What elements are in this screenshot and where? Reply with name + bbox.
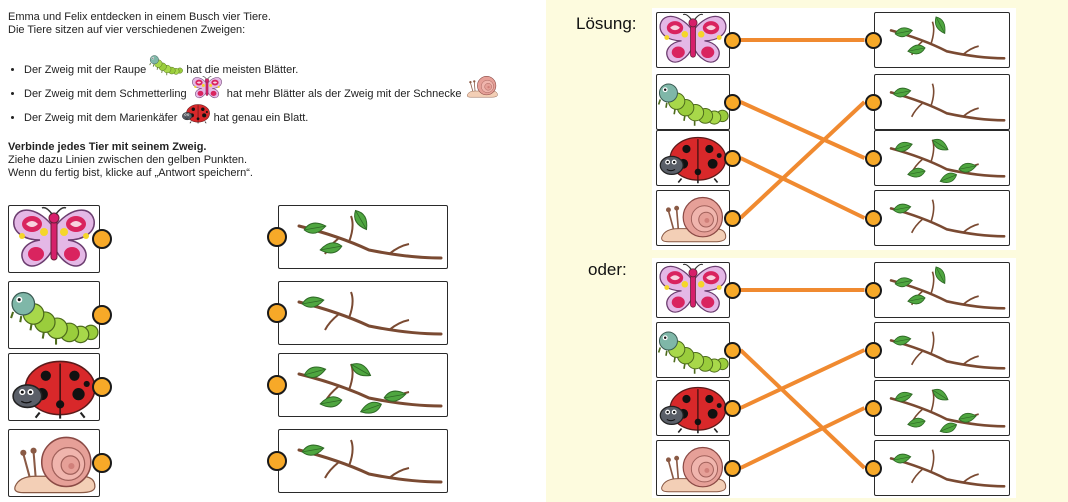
hint-text: Der Zweig mit der Raupe <box>24 64 147 76</box>
connector-dot-branch-1-leaf[interactable] <box>864 341 882 359</box>
animal-card-caterpillar <box>656 322 730 378</box>
connector-dot-branch-4-leaves[interactable] <box>864 399 882 417</box>
branch-card-branch-4-leaves <box>278 353 448 417</box>
caterpillar-icon <box>149 52 183 76</box>
connector-dot-butterfly[interactable] <box>92 229 112 249</box>
branch-icon <box>889 331 1006 370</box>
branch-card-branch-2-leaves <box>278 205 448 269</box>
animal-card-snail <box>656 190 730 246</box>
connector-dot-caterpillar[interactable] <box>92 305 112 325</box>
animal-card-ladybug <box>8 353 100 421</box>
connector-dot-branch-1-leaf-b[interactable] <box>267 451 287 471</box>
connector-dot-branch-1-leaf-b[interactable] <box>864 209 882 227</box>
animal-card-snail <box>8 429 100 497</box>
connector-dot-branch-4-leaves[interactable] <box>267 375 287 395</box>
intro-line-2: Die Tiere sitzen auf vier verschiedenen … <box>8 24 246 36</box>
caterpillar-icon <box>9 282 99 348</box>
task-line-3: Wenn du fertig bist, klicke auf „Antwort… <box>8 167 253 179</box>
hint-butterfly: Der Zweig mit dem Schmetterling hat mehr… <box>24 79 499 103</box>
ladybug-icon <box>9 354 99 420</box>
connector-dot-branch-2-leaves[interactable] <box>864 281 882 299</box>
butterfly-icon <box>190 76 224 100</box>
hint-text: hat mehr Blätter als der Zweig mit der S… <box>226 88 462 100</box>
butterfly-icon <box>657 13 729 67</box>
animal-card-butterfly <box>8 205 100 273</box>
snail-icon <box>465 74 499 98</box>
solution-panel: Lösung: oder: <box>546 0 1068 502</box>
connector-dot-caterpillar[interactable] <box>723 93 741 111</box>
connector-dot-butterfly[interactable] <box>723 31 741 49</box>
branch-card-branch-2-leaves <box>874 12 1010 68</box>
animal-card-butterfly <box>656 12 730 68</box>
connector-dot-branch-4-leaves[interactable] <box>864 149 882 167</box>
branch-icon <box>889 83 1006 122</box>
butterfly-icon <box>657 263 729 317</box>
branch-card-branch-4-leaves <box>874 380 1010 436</box>
snail-icon <box>657 441 729 495</box>
connector-dot-snail[interactable] <box>723 209 741 227</box>
branch-card-branch-1-leaf <box>278 281 448 345</box>
connector-dot-branch-1-leaf[interactable] <box>267 303 287 323</box>
hint-text: hat genau ein Blatt. <box>213 112 309 124</box>
branch-icon <box>889 199 1006 238</box>
branch-card-branch-1-leaf-b <box>874 190 1010 246</box>
animal-card-ladybug <box>656 380 730 436</box>
alternative-label: oder: <box>588 260 627 279</box>
hint-text: Der Zweig mit dem Marienkäfer <box>24 112 178 124</box>
connector-dot-ladybug[interactable] <box>723 149 741 167</box>
connector-dot-ladybug[interactable] <box>723 399 741 417</box>
connector-dot-snail[interactable] <box>723 459 741 477</box>
connector-dot-branch-2-leaves[interactable] <box>864 31 882 49</box>
snail-icon <box>9 430 99 496</box>
intro-text: Emma und Felix entdecken in einem Busch … <box>8 11 271 37</box>
branch-icon <box>297 439 443 484</box>
hint-text: Der Zweig mit dem Schmetterling <box>24 88 187 100</box>
animal-card-ladybug <box>656 130 730 186</box>
ladybug-icon <box>657 131 729 185</box>
ladybug-icon <box>181 102 211 124</box>
animal-card-butterfly <box>656 262 730 318</box>
hint-list: Der Zweig mit der Raupe hat die meisten … <box>8 55 499 127</box>
snail-icon <box>657 191 729 245</box>
hint-ladybug: Der Zweig mit dem Marienkäfer hat genau … <box>24 103 499 127</box>
branch-card-branch-1-leaf <box>874 322 1010 378</box>
branch-icon <box>889 385 1006 435</box>
caterpillar-icon <box>657 323 729 377</box>
animal-card-snail <box>656 440 730 496</box>
ladybug-icon <box>657 381 729 435</box>
branch-icon <box>889 135 1006 185</box>
task-line-2: Ziehe dazu Linien zwischen den gelben Pu… <box>8 154 248 166</box>
branch-icon <box>889 449 1006 488</box>
branch-card-branch-1-leaf-b <box>874 440 1010 496</box>
branch-icon <box>297 359 443 416</box>
animal-card-caterpillar <box>8 281 100 349</box>
branch-icon <box>889 264 1006 310</box>
branch-card-branch-4-leaves <box>874 130 1010 186</box>
task-instructions: Verbinde jedes Tier mit seinem Zweig. Zi… <box>8 141 253 180</box>
connector-dot-ladybug[interactable] <box>92 377 112 397</box>
connector-dot-branch-2-leaves[interactable] <box>267 227 287 247</box>
task-panel: Emma und Felix entdecken in einem Busch … <box>0 0 546 502</box>
intro-line-1: Emma und Felix entdecken in einem Busch … <box>8 11 271 23</box>
branch-icon <box>297 291 443 336</box>
connector-dot-snail[interactable] <box>92 453 112 473</box>
connector-dot-butterfly[interactable] <box>723 281 741 299</box>
caterpillar-icon <box>657 75 729 129</box>
branch-card-branch-1-leaf <box>874 74 1010 130</box>
hint-text: hat die meisten Blätter. <box>186 64 299 76</box>
task-title: Verbinde jedes Tier mit seinem Zweig. <box>8 141 207 153</box>
animal-card-caterpillar <box>656 74 730 130</box>
branch-icon <box>889 14 1006 60</box>
solution-label: Lösung: <box>576 14 637 33</box>
branch-icon <box>297 207 443 260</box>
hint-caterpillar: Der Zweig mit der Raupe hat die meisten … <box>24 55 499 79</box>
connector-dot-branch-1-leaf-b[interactable] <box>864 459 882 477</box>
connector-dot-branch-1-leaf[interactable] <box>864 93 882 111</box>
branch-card-branch-1-leaf-b <box>278 429 448 493</box>
branch-card-branch-2-leaves <box>874 262 1010 318</box>
connector-dot-caterpillar[interactable] <box>723 341 741 359</box>
butterfly-icon <box>9 206 99 272</box>
